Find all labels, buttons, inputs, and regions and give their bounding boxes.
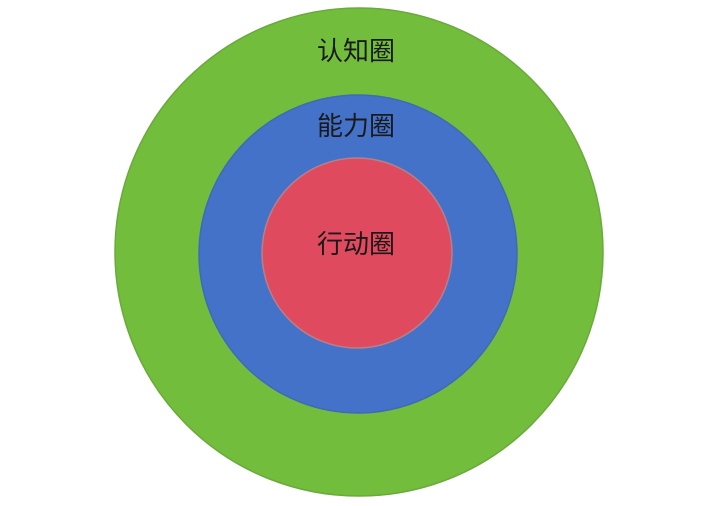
inner-ring-label: 行动圈: [317, 230, 395, 260]
middle-ring-label: 能力圈: [317, 112, 395, 142]
inner-ring-action: [261, 157, 453, 349]
outer-ring-label: 认知圈: [317, 37, 395, 67]
